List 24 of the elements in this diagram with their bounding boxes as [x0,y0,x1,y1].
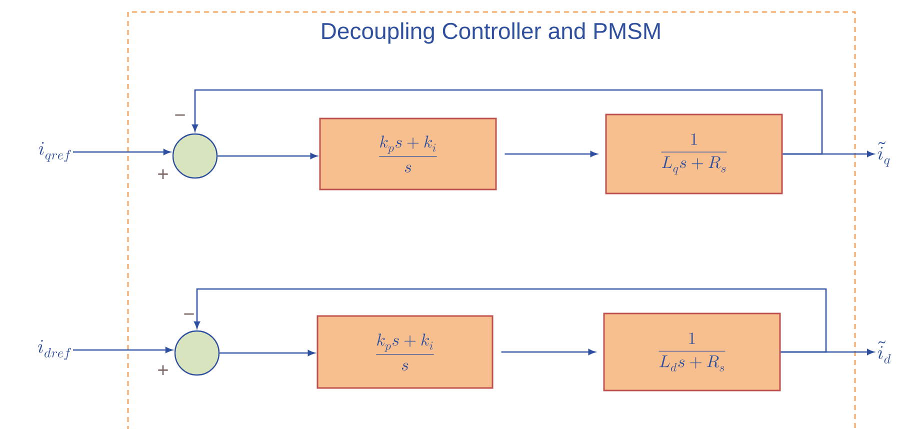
dashed-frame [127,11,856,429]
feedback-arrow [194,288,827,353]
arrow [504,151,598,157]
sign-label: + [158,365,168,376]
sign-label: − [175,114,185,116]
sign-label: + [158,169,168,180]
frame-title: Decoupling Controller and PMSM [322,22,660,44]
transfer-function-block: $\frac{1}{L_q s + R_s}$ [605,114,783,194]
signal-label: $\tilde{i}_d$ [878,340,891,364]
signal-label: $\tilde{i}_q$ [878,141,890,167]
arrow [73,149,170,155]
transfer-function-block: $\frac{1}{L_d s + R_s}$ [603,312,781,392]
transfer-function-block: $\frac{k_p s + k_i}{s}$ [319,118,497,190]
signal-label: $i_{qref}$ [38,142,71,162]
arrow [73,347,172,353]
arrow [220,350,315,356]
summing-junction [172,133,218,179]
arrow [501,349,596,355]
summing-junction [174,330,220,376]
transfer-function-block: $\frac{k_p s + k_i}{s}$ [316,315,494,389]
arrow [218,153,318,159]
feedback-arrow [192,89,823,155]
sign-label: − [184,313,194,315]
signal-label: $i_{dref}$ [38,340,71,360]
